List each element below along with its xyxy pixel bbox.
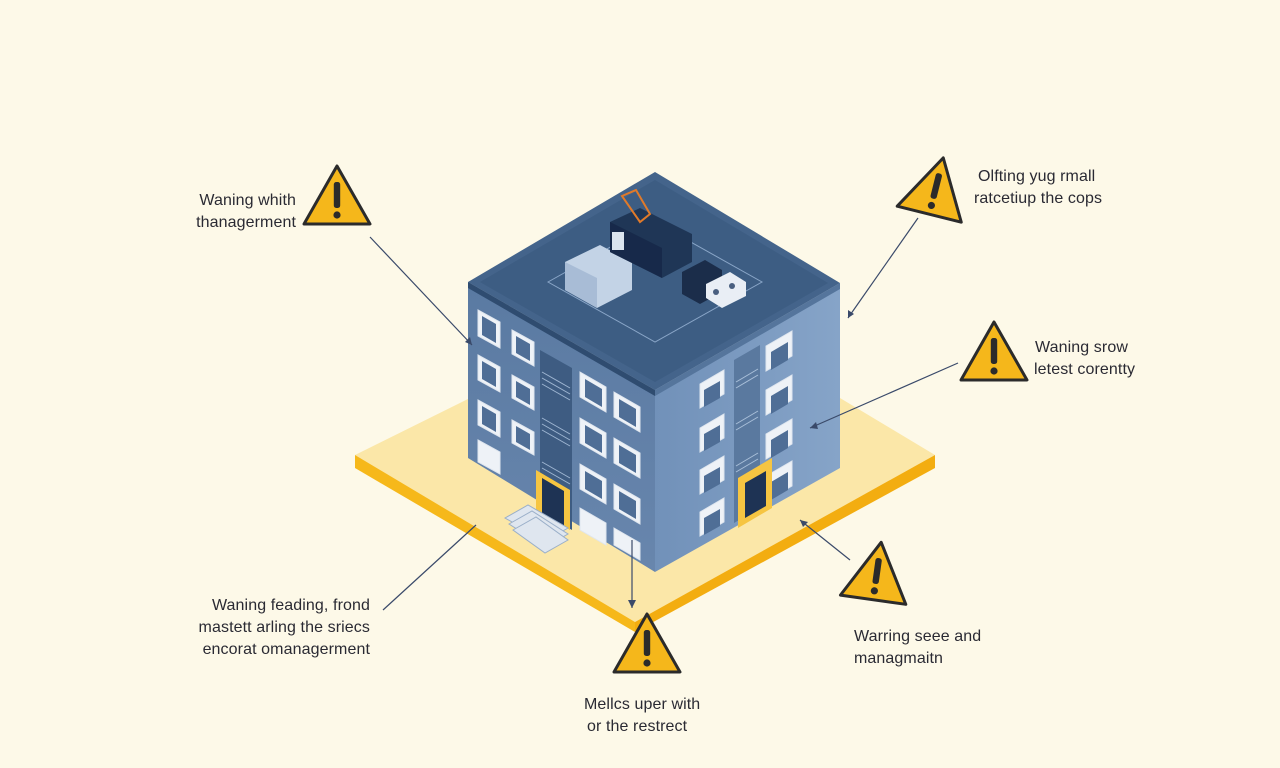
warning-triangle-icon [959, 320, 1029, 382]
callout-line: Mellcs uper with [584, 696, 701, 713]
warning-triangle-icon [838, 536, 916, 606]
warning-triangle-icon [895, 148, 977, 224]
apartment-building [468, 172, 840, 572]
callout-line: Warring seee and [854, 628, 982, 645]
callout-line: mastett arling the sriecs [198, 619, 370, 636]
callout-line: thanagerment [196, 214, 296, 231]
callout-mid-right: Waning srow letest corentty [1034, 337, 1175, 381]
callout-bottom-center: Mellcs uper with or the restrect [584, 694, 734, 738]
callout-line: ratcetiup the cops [974, 190, 1103, 207]
leader-line-bottom-left [382, 524, 477, 611]
callout-line: Olfting yug rmall [978, 168, 1096, 185]
callout-bottom-right: Warring seee and managmaitn [854, 626, 1004, 670]
leader-line-top-right [847, 217, 919, 319]
leader-line-top-left [369, 236, 473, 346]
callout-line: managmaitn [854, 650, 944, 667]
callout-line: Waning whith [199, 192, 296, 209]
callout-line: or the restrect [587, 718, 688, 735]
callout-top-left: Waning whith thanagerment [176, 190, 296, 234]
callout-bottom-left: Waning feading, frond mastett arling the… [178, 595, 370, 661]
callout-line: Waning feading, frond [211, 597, 370, 614]
callout-line: letest corentty [1034, 361, 1136, 378]
warning-triangle-icon [302, 164, 372, 226]
callout-line: Waning srow [1035, 339, 1128, 356]
leader-line-mid-right [809, 362, 959, 429]
callout-top-right: Olfting yug rmall ratcetiup the cops [974, 166, 1144, 210]
leader-line-bottom-right [799, 519, 851, 561]
callout-line: encorat omanagerment [202, 641, 370, 658]
leader-lines [369, 217, 959, 611]
